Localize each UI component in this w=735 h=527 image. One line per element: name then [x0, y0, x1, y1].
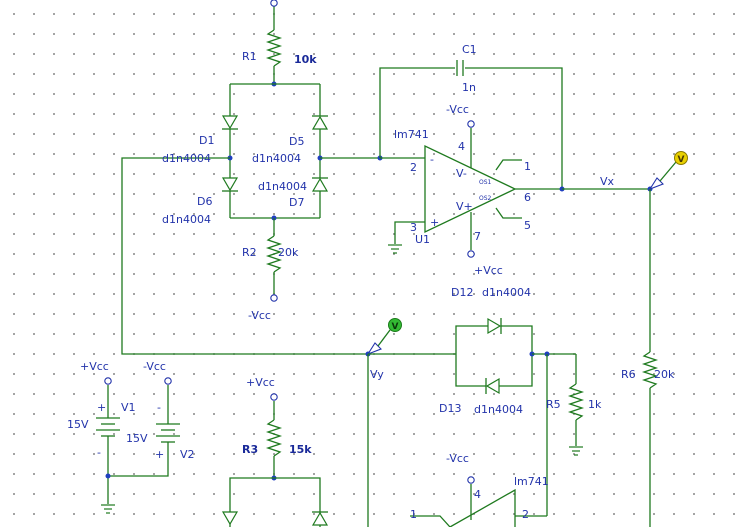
pin-4: 4	[458, 140, 465, 153]
resistor-r1[interactable]	[265, 29, 283, 67]
label-r5: R5	[546, 398, 561, 411]
pin-1: 1	[524, 160, 531, 173]
label-neg-vcc-bottom: -Vcc	[446, 452, 469, 465]
terminal-neg-vcc-u2[interactable]	[467, 476, 475, 484]
value-d6: d1n4004	[162, 213, 211, 226]
label-c1: C1	[462, 43, 477, 56]
terminal-pos-vcc-v1[interactable]	[104, 377, 112, 385]
capacitor-c1[interactable]	[456, 60, 464, 76]
pin-2b: 2	[522, 508, 529, 521]
pin-4b: 4	[474, 488, 481, 501]
pin-2: 2	[410, 161, 417, 174]
resistor-r5[interactable]	[567, 383, 585, 421]
value-c1: 1n	[462, 81, 476, 94]
probe-v2-label: V	[392, 322, 399, 332]
terminal-neg-vcc-v2[interactable]	[164, 377, 172, 385]
label-v1-top: +Vcc	[80, 360, 109, 373]
voltage-probe-vx[interactable]	[648, 151, 688, 191]
label-vplus: V+	[456, 200, 473, 213]
v2-minus-sign: -	[157, 401, 161, 414]
value-r3: 15k	[289, 443, 312, 456]
label-d12: D12	[451, 286, 473, 299]
voltage-probe-vy[interactable]	[366, 318, 402, 356]
diode-d13[interactable]	[485, 377, 500, 395]
opamp-u2[interactable]	[449, 488, 516, 527]
diode-bottom-right[interactable]	[311, 511, 329, 526]
v1-minus-sign: -	[97, 446, 101, 459]
label-r3: R3	[242, 443, 258, 456]
label-r2: R2	[242, 246, 257, 259]
diode-d1[interactable]	[221, 115, 239, 130]
label-pos-vcc-u1: +Vcc	[474, 264, 503, 277]
probe-v-label: V	[678, 155, 685, 165]
pin-3: 3	[410, 221, 417, 234]
value-r6: 20k	[654, 368, 675, 381]
label-vx: Vx	[600, 175, 615, 188]
label-opamp-u2: lm741	[514, 475, 549, 488]
pin-7: 7	[474, 230, 481, 243]
label-r1: R1	[242, 50, 257, 63]
diode-d5[interactable]	[311, 115, 329, 130]
terminal-pos-vcc-r3[interactable]	[270, 393, 278, 401]
value-r1: 10k	[294, 53, 317, 66]
diode-d7[interactable]	[311, 177, 329, 192]
label-neg-vcc-r2: -Vcc	[248, 309, 271, 322]
value-d13: d1n4004	[474, 403, 523, 416]
value-d12: d1n4004	[482, 286, 531, 299]
label-opamp-u1: lm741	[394, 128, 429, 141]
terminal-neg-vcc-u1[interactable]	[467, 120, 475, 128]
pin-5: 5	[524, 219, 531, 232]
resistor-r6[interactable]	[641, 351, 659, 389]
value-d5: d1n4004	[252, 152, 301, 165]
pin-6: 6	[524, 191, 531, 204]
value-d7: d1n4004	[258, 180, 307, 193]
resistor-r2[interactable]	[265, 235, 283, 273]
opamp-u1[interactable]	[424, 144, 517, 234]
label-d1: D1	[199, 134, 214, 147]
opamp-plus-sign: +	[430, 216, 439, 229]
diode-d12[interactable]	[487, 317, 502, 335]
value-d1: d1n4004	[162, 152, 211, 165]
terminal-pos-vcc-u1[interactable]	[467, 250, 475, 258]
value-r2: 20k	[278, 246, 299, 259]
value-v2: 15V	[126, 432, 148, 445]
terminal-neg-vcc-r2[interactable]	[270, 294, 278, 302]
label-os1: OS1	[479, 179, 492, 186]
value-r5: 1k	[588, 398, 602, 411]
terminal-top[interactable]	[270, 0, 278, 7]
resistor-r3[interactable]	[265, 419, 283, 457]
v1-plus-sign: +	[97, 401, 106, 414]
label-os2: OS2	[479, 195, 492, 202]
ground-symbol-u1	[388, 244, 402, 254]
opamp-minus-sign: -	[430, 153, 434, 166]
label-d13: D13	[439, 402, 461, 415]
v2-plus-sign: +	[155, 448, 164, 461]
label-v2: V2	[180, 448, 195, 461]
label-d5: D5	[289, 135, 304, 148]
ground-symbol-r5	[569, 446, 583, 456]
label-v2-top: -Vcc	[143, 360, 166, 373]
label-d6: D6	[197, 195, 212, 208]
label-v1: V1	[121, 401, 136, 414]
battery-v2[interactable]	[156, 423, 180, 443]
battery-v1[interactable]	[96, 417, 120, 437]
ground-symbol-supply	[101, 504, 115, 514]
label-vy: Vy	[370, 368, 384, 381]
diode-d6[interactable]	[221, 177, 239, 192]
label-u1: U1	[415, 233, 430, 246]
label-vminus: V-	[456, 167, 467, 180]
label-neg-vcc-top: -Vcc	[446, 103, 469, 116]
diode-bottom-left[interactable]	[221, 511, 239, 526]
label-r3-top: +Vcc	[246, 376, 275, 389]
pin-1b: 1	[410, 508, 417, 521]
label-r6: R6	[621, 368, 636, 381]
label-d7: D7	[289, 196, 304, 209]
value-v1: 15V	[67, 418, 89, 431]
